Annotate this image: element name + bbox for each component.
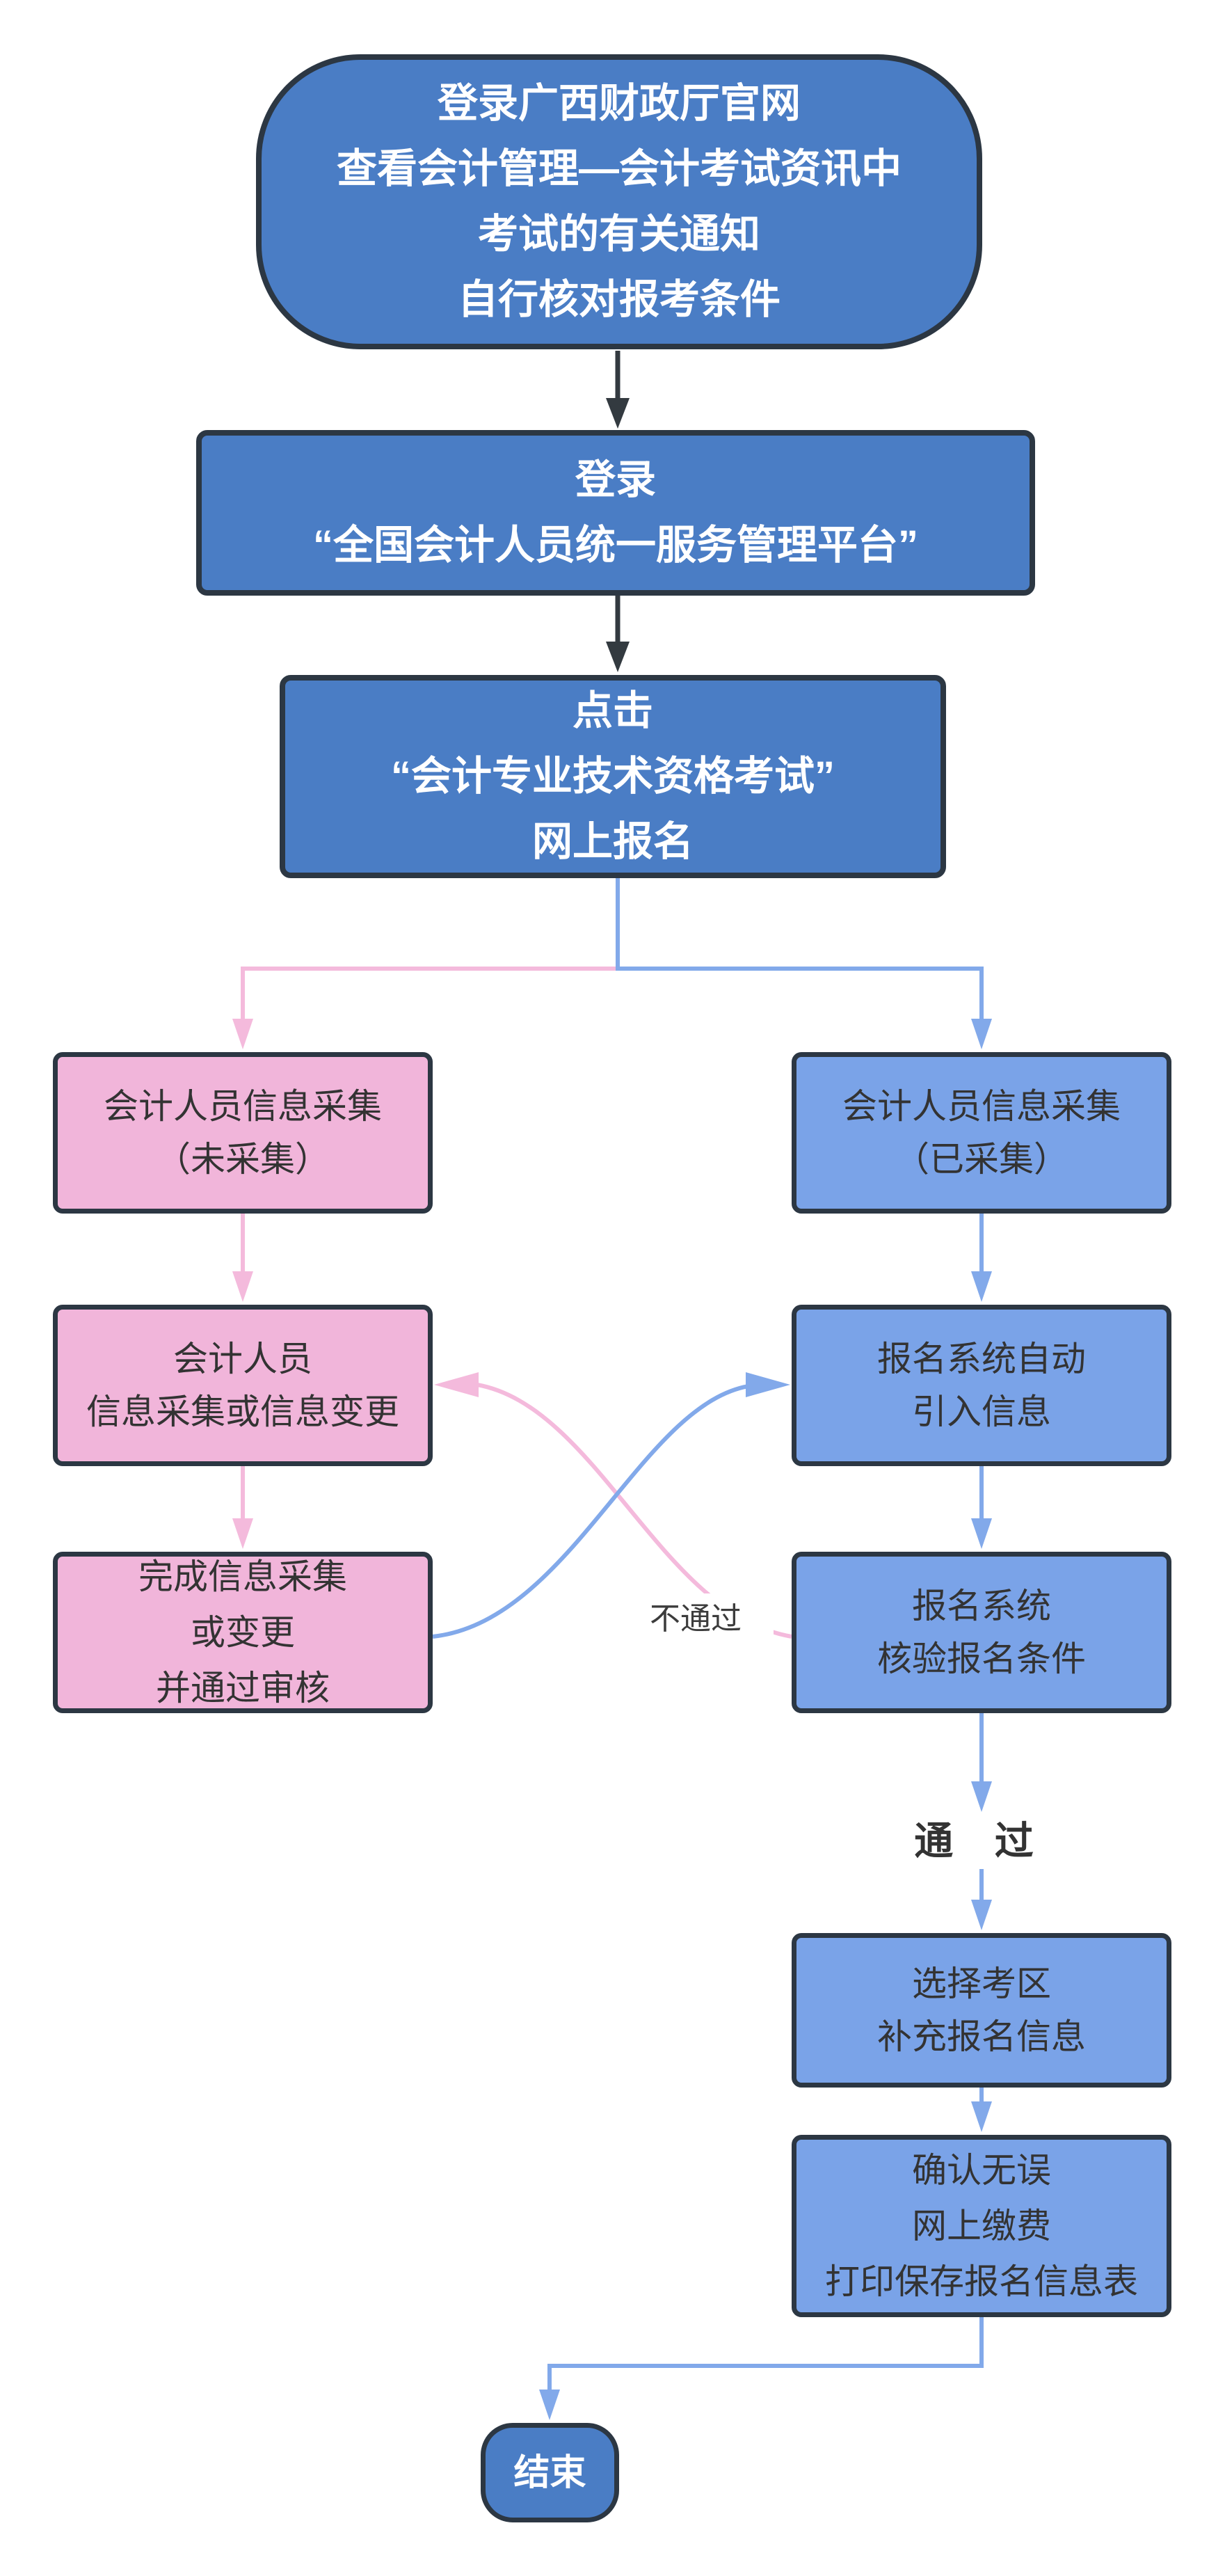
- edge-verify-to-pass: [971, 1713, 992, 1812]
- edge-login-to-click: [606, 596, 630, 672]
- node-finish-collect-line: 完成信息采集: [138, 1557, 347, 1596]
- node-confirm-pay-line: 确认无误: [912, 2151, 1051, 2190]
- node-verify-conditions: 报名系统 核验报名条件: [792, 1552, 1171, 1713]
- edge-autoimport-to-verify: [971, 1466, 992, 1549]
- edge-pass-curve-blue: [432, 1372, 790, 1639]
- node-finish-collect-line: 或变更: [191, 1613, 295, 1652]
- node-auto-import-line: 报名系统自动: [877, 1339, 1086, 1378]
- edge-start-to-login: [606, 351, 630, 429]
- node-start-line: 查看会计管理—会计考试资讯中: [336, 146, 902, 191]
- node-click-register: 点击 “会计专业技术资格考试” 网上报名: [280, 675, 946, 878]
- node-click-line: 点击: [572, 688, 653, 733]
- edge-confirmpay-to-end: [539, 2317, 984, 2420]
- node-info-collect-done-line: 会计人员信息采集: [842, 1087, 1121, 1126]
- node-login-line: “全国会计人员统一服务管理平台”: [312, 523, 918, 568]
- node-click-line: 网上报名: [531, 819, 694, 864]
- node-start-line: 自行核对报考条件: [457, 277, 780, 322]
- node-start: 登录广西财政厅官网 查看会计管理—会计考试资讯中 考试的有关通知 自行核对报考条…: [256, 54, 982, 349]
- node-choose-area-line: 补充报名信息: [877, 2017, 1086, 2056]
- edge-collectdone-to-autoimport: [971, 1214, 992, 1302]
- node-info-collect-done-line: （已采集）: [895, 1140, 1068, 1179]
- edge-choosearea-to-confirmpay: [971, 2088, 992, 2132]
- node-info-collect-done: 会计人员信息采集 （已采集）: [792, 1052, 1171, 1214]
- node-start-line: 考试的有关通知: [477, 212, 760, 257]
- edge-label-fail: 不通过: [618, 1593, 774, 1638]
- node-person-collect-line: 信息采集或信息变更: [86, 1392, 399, 1431]
- node-finish-collect-line: 并通过审核: [156, 1669, 330, 1708]
- node-verify-line: 核验报名条件: [877, 1639, 1086, 1678]
- edge-personcollect-to-finishcollect: [232, 1466, 253, 1549]
- node-info-collect-not-line: （未采集）: [156, 1140, 330, 1179]
- node-info-collect-not: 会计人员信息采集 （未采集）: [53, 1052, 433, 1214]
- node-end: 结束: [481, 2423, 619, 2522]
- node-login-line: 登录: [575, 457, 656, 502]
- node-start-line: 登录广西财政厅官网: [437, 81, 801, 126]
- node-login-platform: 登录 “全国会计人员统一服务管理平台”: [196, 430, 1035, 596]
- node-click-line: “会计专业技术资格考试”: [390, 754, 835, 799]
- node-finish-collect: 完成信息采集 或变更 并通过审核: [53, 1552, 433, 1713]
- node-choose-area: 选择考区 补充报名信息: [792, 1933, 1171, 2088]
- node-person-collect-change: 会计人员 信息采集或信息变更: [53, 1305, 433, 1466]
- node-verify-line: 报名系统: [912, 1587, 1051, 1625]
- node-confirm-pay-line: 打印保存报名信息表: [825, 2262, 1138, 2301]
- edge-label-pass: 通 过: [877, 1815, 1086, 1863]
- node-auto-import-line: 引入信息: [912, 1392, 1051, 1431]
- edge-pass-to-choosearea: [971, 1869, 992, 1930]
- node-confirm-pay-line: 网上缴费: [912, 2207, 1051, 2245]
- node-auto-import: 报名系统自动 引入信息: [792, 1305, 1171, 1466]
- node-confirm-pay-print: 确认无误 网上缴费 打印保存报名信息表: [792, 2135, 1171, 2317]
- node-end-line: 结束: [513, 2452, 586, 2493]
- node-info-collect-not-line: 会计人员信息采集: [104, 1087, 382, 1126]
- node-choose-area-line: 选择考区: [912, 1964, 1051, 2003]
- edge-collectnot-to-personcollect: [232, 1214, 253, 1302]
- node-person-collect-line: 会计人员: [173, 1339, 312, 1378]
- edge-split-left-pink: [232, 967, 620, 1049]
- edge-split-right-blue: [616, 967, 992, 1049]
